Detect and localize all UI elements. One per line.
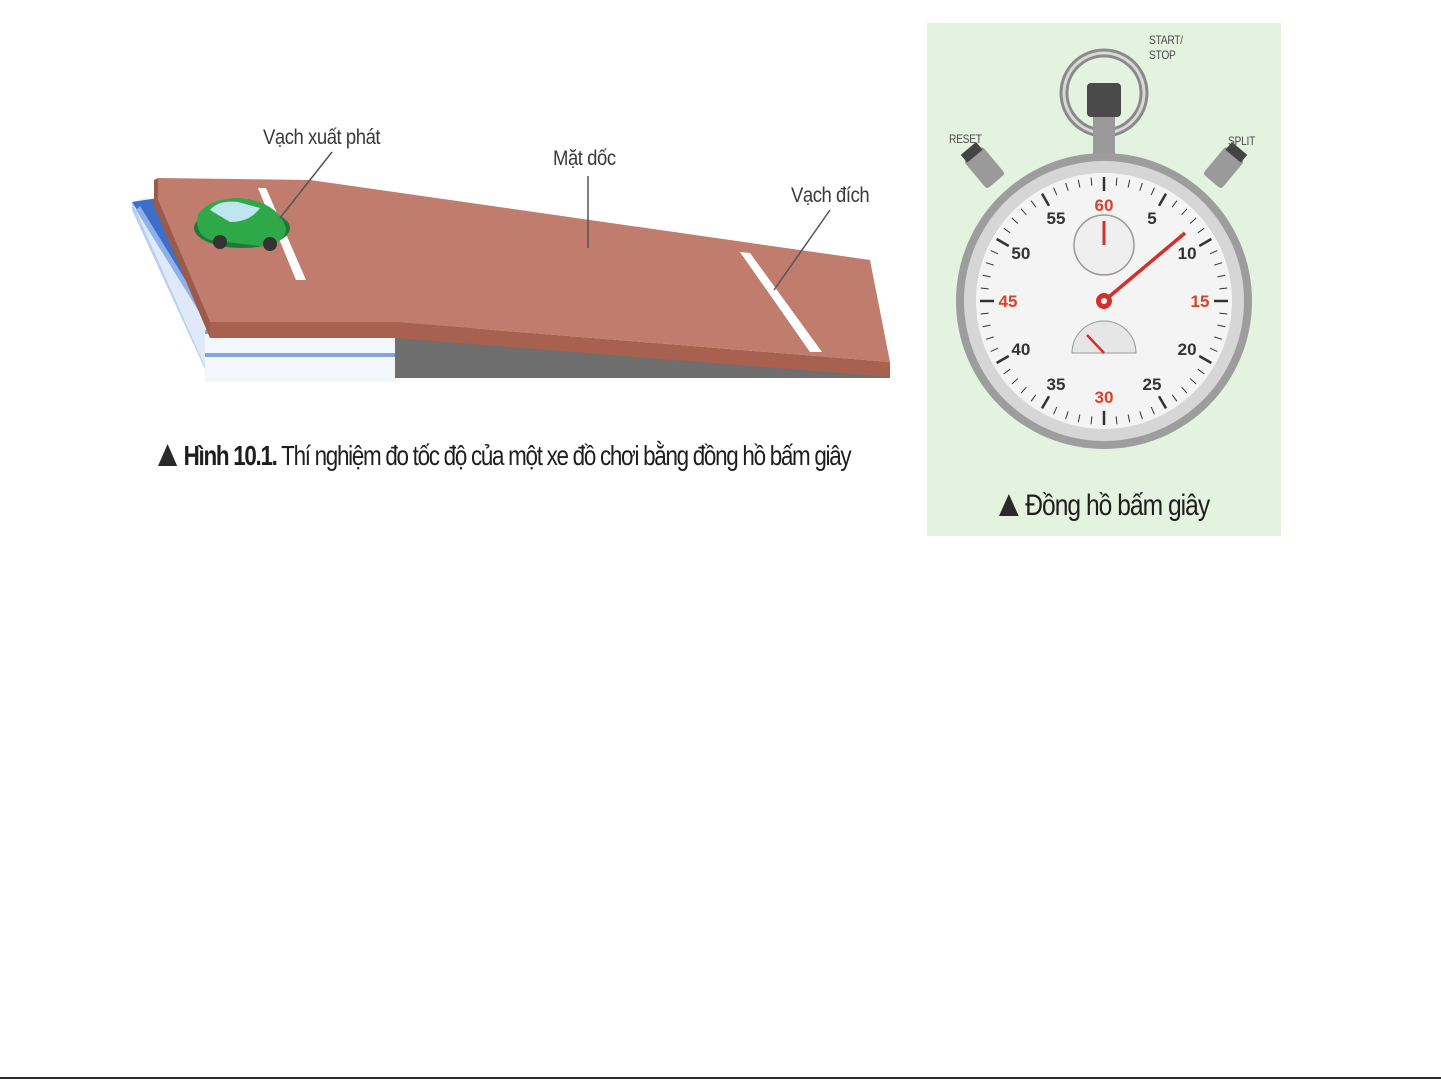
dial-number: 10 bbox=[1178, 244, 1197, 263]
dial-number: 50 bbox=[1011, 244, 1030, 263]
stopwatch-panel: 60 5 10 15 20 25 30 35 40 45 50 55 START/ STOP RESE… bbox=[927, 23, 1281, 536]
finish-line-label: Vạch đích bbox=[791, 184, 869, 208]
figure-number: Hình 10.1. bbox=[184, 440, 277, 471]
start-stop-label: START/ STOP bbox=[1149, 33, 1200, 63]
start-line-label: Vạch xuất phát bbox=[263, 126, 380, 150]
start-stop-button bbox=[1087, 83, 1121, 117]
dial-number: 40 bbox=[1011, 340, 1030, 359]
dial-number: 15 bbox=[1191, 292, 1210, 311]
ramp-illustration bbox=[110, 110, 910, 400]
dial-number: 45 bbox=[999, 292, 1018, 311]
slope-label: Mặt dốc bbox=[553, 147, 616, 171]
dial-number: 55 bbox=[1047, 209, 1066, 228]
dial-number: 20 bbox=[1178, 340, 1197, 359]
reset-label: RESET bbox=[949, 132, 982, 146]
triangle-icon bbox=[999, 494, 1019, 516]
split-label: SPLIT bbox=[1228, 134, 1255, 148]
stopwatch-caption-text: Đồng hồ bấm giây bbox=[1025, 489, 1209, 522]
ramp-drawing bbox=[110, 110, 910, 400]
dial-number: 30 bbox=[1095, 388, 1114, 407]
dial-number: 5 bbox=[1147, 209, 1156, 228]
dial-number: 35 bbox=[1047, 375, 1066, 394]
dial-number: 60 bbox=[1095, 196, 1114, 215]
triangle-icon bbox=[158, 444, 177, 466]
dial-number: 25 bbox=[1143, 375, 1162, 394]
figure-caption-text: Thí nghiệm đo tốc độ của một xe đồ chơi … bbox=[281, 440, 850, 471]
stopwatch-icon: 60 5 10 15 20 25 30 35 40 45 50 55 bbox=[927, 23, 1281, 483]
figure-caption: Hình 10.1. Thí nghiệm đo tốc độ của một … bbox=[158, 440, 850, 472]
bottom-rule bbox=[0, 1077, 1441, 1079]
stopwatch-caption: Đồng hồ bấm giây bbox=[999, 489, 1209, 523]
